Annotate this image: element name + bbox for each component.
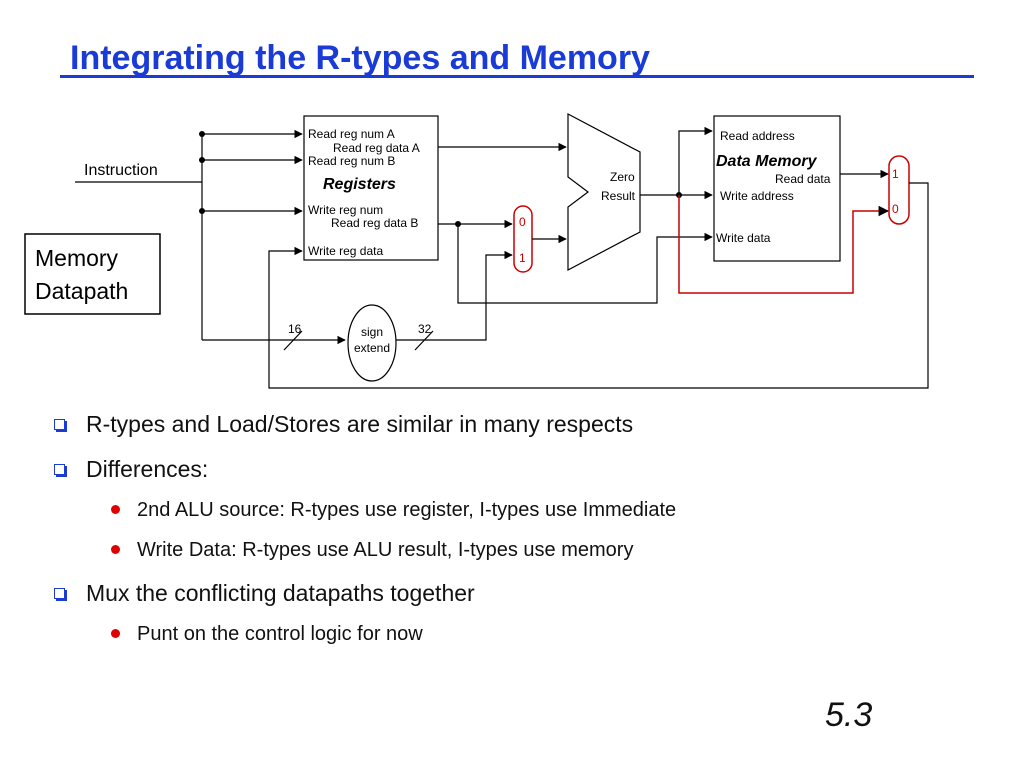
bullet-text: 2nd ALU source: R-types use register, I-… <box>137 499 677 521</box>
sub-bullet-item: Punt on the control logic for now <box>111 621 423 647</box>
reg-write-data-label: Write reg data <box>308 244 383 258</box>
width-label-16: 16 <box>288 322 302 336</box>
bullet-text: Mux the conflicting datapaths together <box>86 580 475 606</box>
mem-read-address-label: Read address <box>720 129 795 143</box>
bullet-item: Differences: <box>54 455 209 483</box>
bullet-text: Punt on the control logic for now <box>137 623 423 645</box>
width-slash-16 <box>283 330 303 351</box>
reg-read-num-a-label: Read reg num A <box>308 127 395 141</box>
wire-sign-extend-out <box>396 250 513 341</box>
square-bullet-icon <box>54 464 65 475</box>
alu-result-label: Result <box>601 189 636 203</box>
title-underline <box>60 75 974 78</box>
writeback-mux-input-1: 1 <box>892 167 899 181</box>
memory-datapath-line2: Datapath <box>35 278 128 304</box>
writeback-mux <box>888 155 910 225</box>
bullet-text: Write Data: R-types use ALU result, I-ty… <box>137 539 634 561</box>
sign-extend-line1: sign <box>361 325 383 339</box>
mem-write-data-label: Write data <box>716 231 771 245</box>
memory-datapath-box <box>24 233 161 315</box>
mem-read-data-label: Read data <box>775 172 831 186</box>
writeback-mux-input-0: 0 <box>892 202 899 216</box>
slide-number: 5.3 <box>825 696 873 734</box>
alu-src-mux-input-1: 1 <box>519 251 526 265</box>
slide-title: Integrating the R-types and Memory <box>70 39 650 77</box>
square-bullet-icon <box>54 588 65 599</box>
alu-src-mux-input-0: 0 <box>519 215 526 229</box>
bullet-item: R-types and Load/Stores are similar in m… <box>54 410 634 438</box>
datapath-diagram: Memory Datapath Instruction 16 Read reg … <box>24 113 929 389</box>
registers-title: Registers <box>323 176 396 193</box>
bullet-text: R-types and Load/Stores are similar in m… <box>86 411 634 437</box>
wire-read-data-b-to-write-data <box>457 224 713 304</box>
reg-read-data-b-label: Read reg data B <box>331 216 418 230</box>
wire-alu-to-read-address <box>678 126 713 195</box>
reg-write-num-label: Write reg num <box>308 203 383 217</box>
data-memory-block <box>713 115 841 262</box>
width-label-32: 32 <box>418 322 432 336</box>
alu-zero-label: Zero <box>610 170 635 184</box>
instruction-label: Instruction <box>84 162 158 179</box>
width-slash-32 <box>414 330 434 351</box>
sub-bullet-item: 2nd ALU source: R-types use register, I-… <box>111 497 677 523</box>
dot-bullet-icon <box>111 505 120 514</box>
reg-read-data-a-label: Read reg data A <box>333 141 420 155</box>
memory-datapath-line1: Memory <box>35 245 119 271</box>
wire-alu-result-bypass <box>678 195 890 294</box>
data-memory-title: Data Memory <box>716 153 818 170</box>
sign-extend-line2: extend <box>354 341 390 355</box>
dot-bullet-icon <box>111 545 120 554</box>
reg-read-num-b-label: Read reg num B <box>308 154 395 168</box>
sub-bullet-item: Write Data: R-types use ALU result, I-ty… <box>111 537 634 563</box>
bullet-item: Mux the conflicting datapaths together <box>54 579 475 607</box>
square-bullet-icon <box>54 419 65 430</box>
wire-writeback-loop <box>268 182 929 389</box>
sign-extend-unit <box>347 304 397 382</box>
bullet-text: Differences: <box>86 456 209 482</box>
dot-bullet-icon <box>111 629 120 638</box>
registers-block <box>303 115 439 261</box>
alu-unit <box>567 113 641 271</box>
mem-write-address-label: Write address <box>720 189 794 203</box>
